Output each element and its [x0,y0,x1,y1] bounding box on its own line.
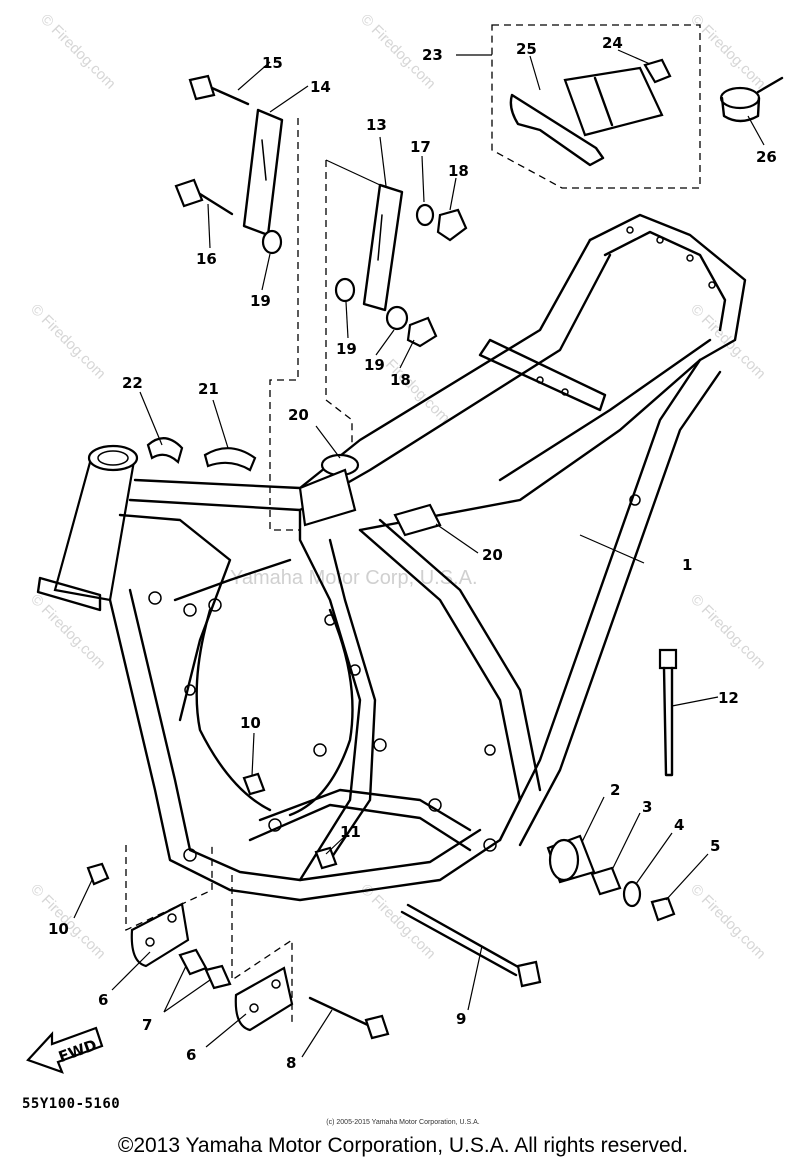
watermark: Firedog.com [382,356,453,427]
washer-19 [334,277,356,303]
callout-22: 22 [122,374,143,392]
washer-19 [261,229,283,255]
clamp-21 [203,447,257,472]
callout-15: 15 [262,54,283,72]
bolt-16 [174,178,234,216]
watermark: © Firedog.com [687,881,769,963]
part-26 [719,76,784,123]
engine-bracket-6 [130,902,190,968]
callout-17: 17 [410,138,431,156]
nut-10 [242,772,266,796]
callout-18: 18 [390,371,411,389]
callout-10: 10 [48,920,69,938]
watermark-layer: © Firedog.com © Firedog.com © Firedog.co… [27,11,769,963]
callout-4: 4 [674,816,684,834]
bolt-15 [188,74,250,106]
callout-13: 13 [366,116,387,134]
bolt-7 [178,948,208,976]
leader-lines [73,49,765,1058]
washer-19 [385,305,409,331]
bolt-5 [650,896,676,922]
callout-21: 21 [198,380,219,398]
callout-10: 10 [240,714,261,732]
main-frame [36,213,747,902]
watermark: © Firedog.com [687,591,769,673]
callout-25: 25 [516,40,537,58]
callout-19: 19 [250,292,271,310]
callout-6: 6 [186,1046,196,1064]
watermark-company: Yamaha Motor Corp, U.S.A. [230,567,478,589]
callout-14: 14 [310,78,331,96]
callout-2: 2 [610,781,620,799]
callout-7: 7 [142,1016,152,1034]
engine-bracket-6 [234,966,294,1032]
callout-6: 6 [98,991,108,1009]
spacer-3 [590,866,622,896]
callout-19: 19 [364,356,385,374]
washer-4 [622,880,642,908]
watermark: © Firedog.com [357,881,439,963]
tool-kit-23 [491,24,701,189]
bolt-7 [204,964,232,990]
copyright-footer: ©2013 Yamaha Motor Corporation, U.S.A. A… [117,1134,689,1157]
watermark: © Firedog.com [37,11,119,93]
clamp-22 [146,437,184,465]
nut-18 [406,316,438,348]
watermark: © Firedog.com [27,301,109,383]
callout-labels: 1 2 3 4 5 6 6 7 8 9 10 10 11 12 13 14 15… [48,34,777,1072]
callout-1: 1 [682,556,692,574]
cable-tie-12 [658,648,678,777]
nut-18 [436,208,468,242]
callout-24: 24 [602,34,623,52]
callout-16: 16 [196,250,217,268]
watermark: © Firedog.com [687,301,769,383]
callout-8: 8 [286,1054,296,1072]
callout-19: 19 [336,340,357,358]
callout-20: 20 [482,546,503,564]
collar-2 [546,834,596,884]
callout-3: 3 [642,798,652,816]
watermark: © Firedog.com [27,591,109,673]
callout-18: 18 [448,162,469,180]
callout-12: 12 [718,689,739,707]
nut-11 [314,846,338,870]
callout-11: 11 [340,823,361,841]
bolt-8 [308,996,390,1040]
fwd-arrow-icon: FWD [26,1026,104,1074]
washer-17 [415,203,435,227]
callout-23: 23 [422,46,443,64]
callout-20: 20 [288,406,309,424]
diagram-code: 55Y100-5160 [22,1096,121,1112]
nut-10 [86,862,110,886]
small-copyright: (c) 2005-2015 Yamaha Motor Corporation, … [326,1119,480,1126]
callout-5: 5 [710,837,720,855]
callout-9: 9 [456,1010,466,1028]
callout-26: 26 [756,148,777,166]
bolt-9 [400,903,542,988]
